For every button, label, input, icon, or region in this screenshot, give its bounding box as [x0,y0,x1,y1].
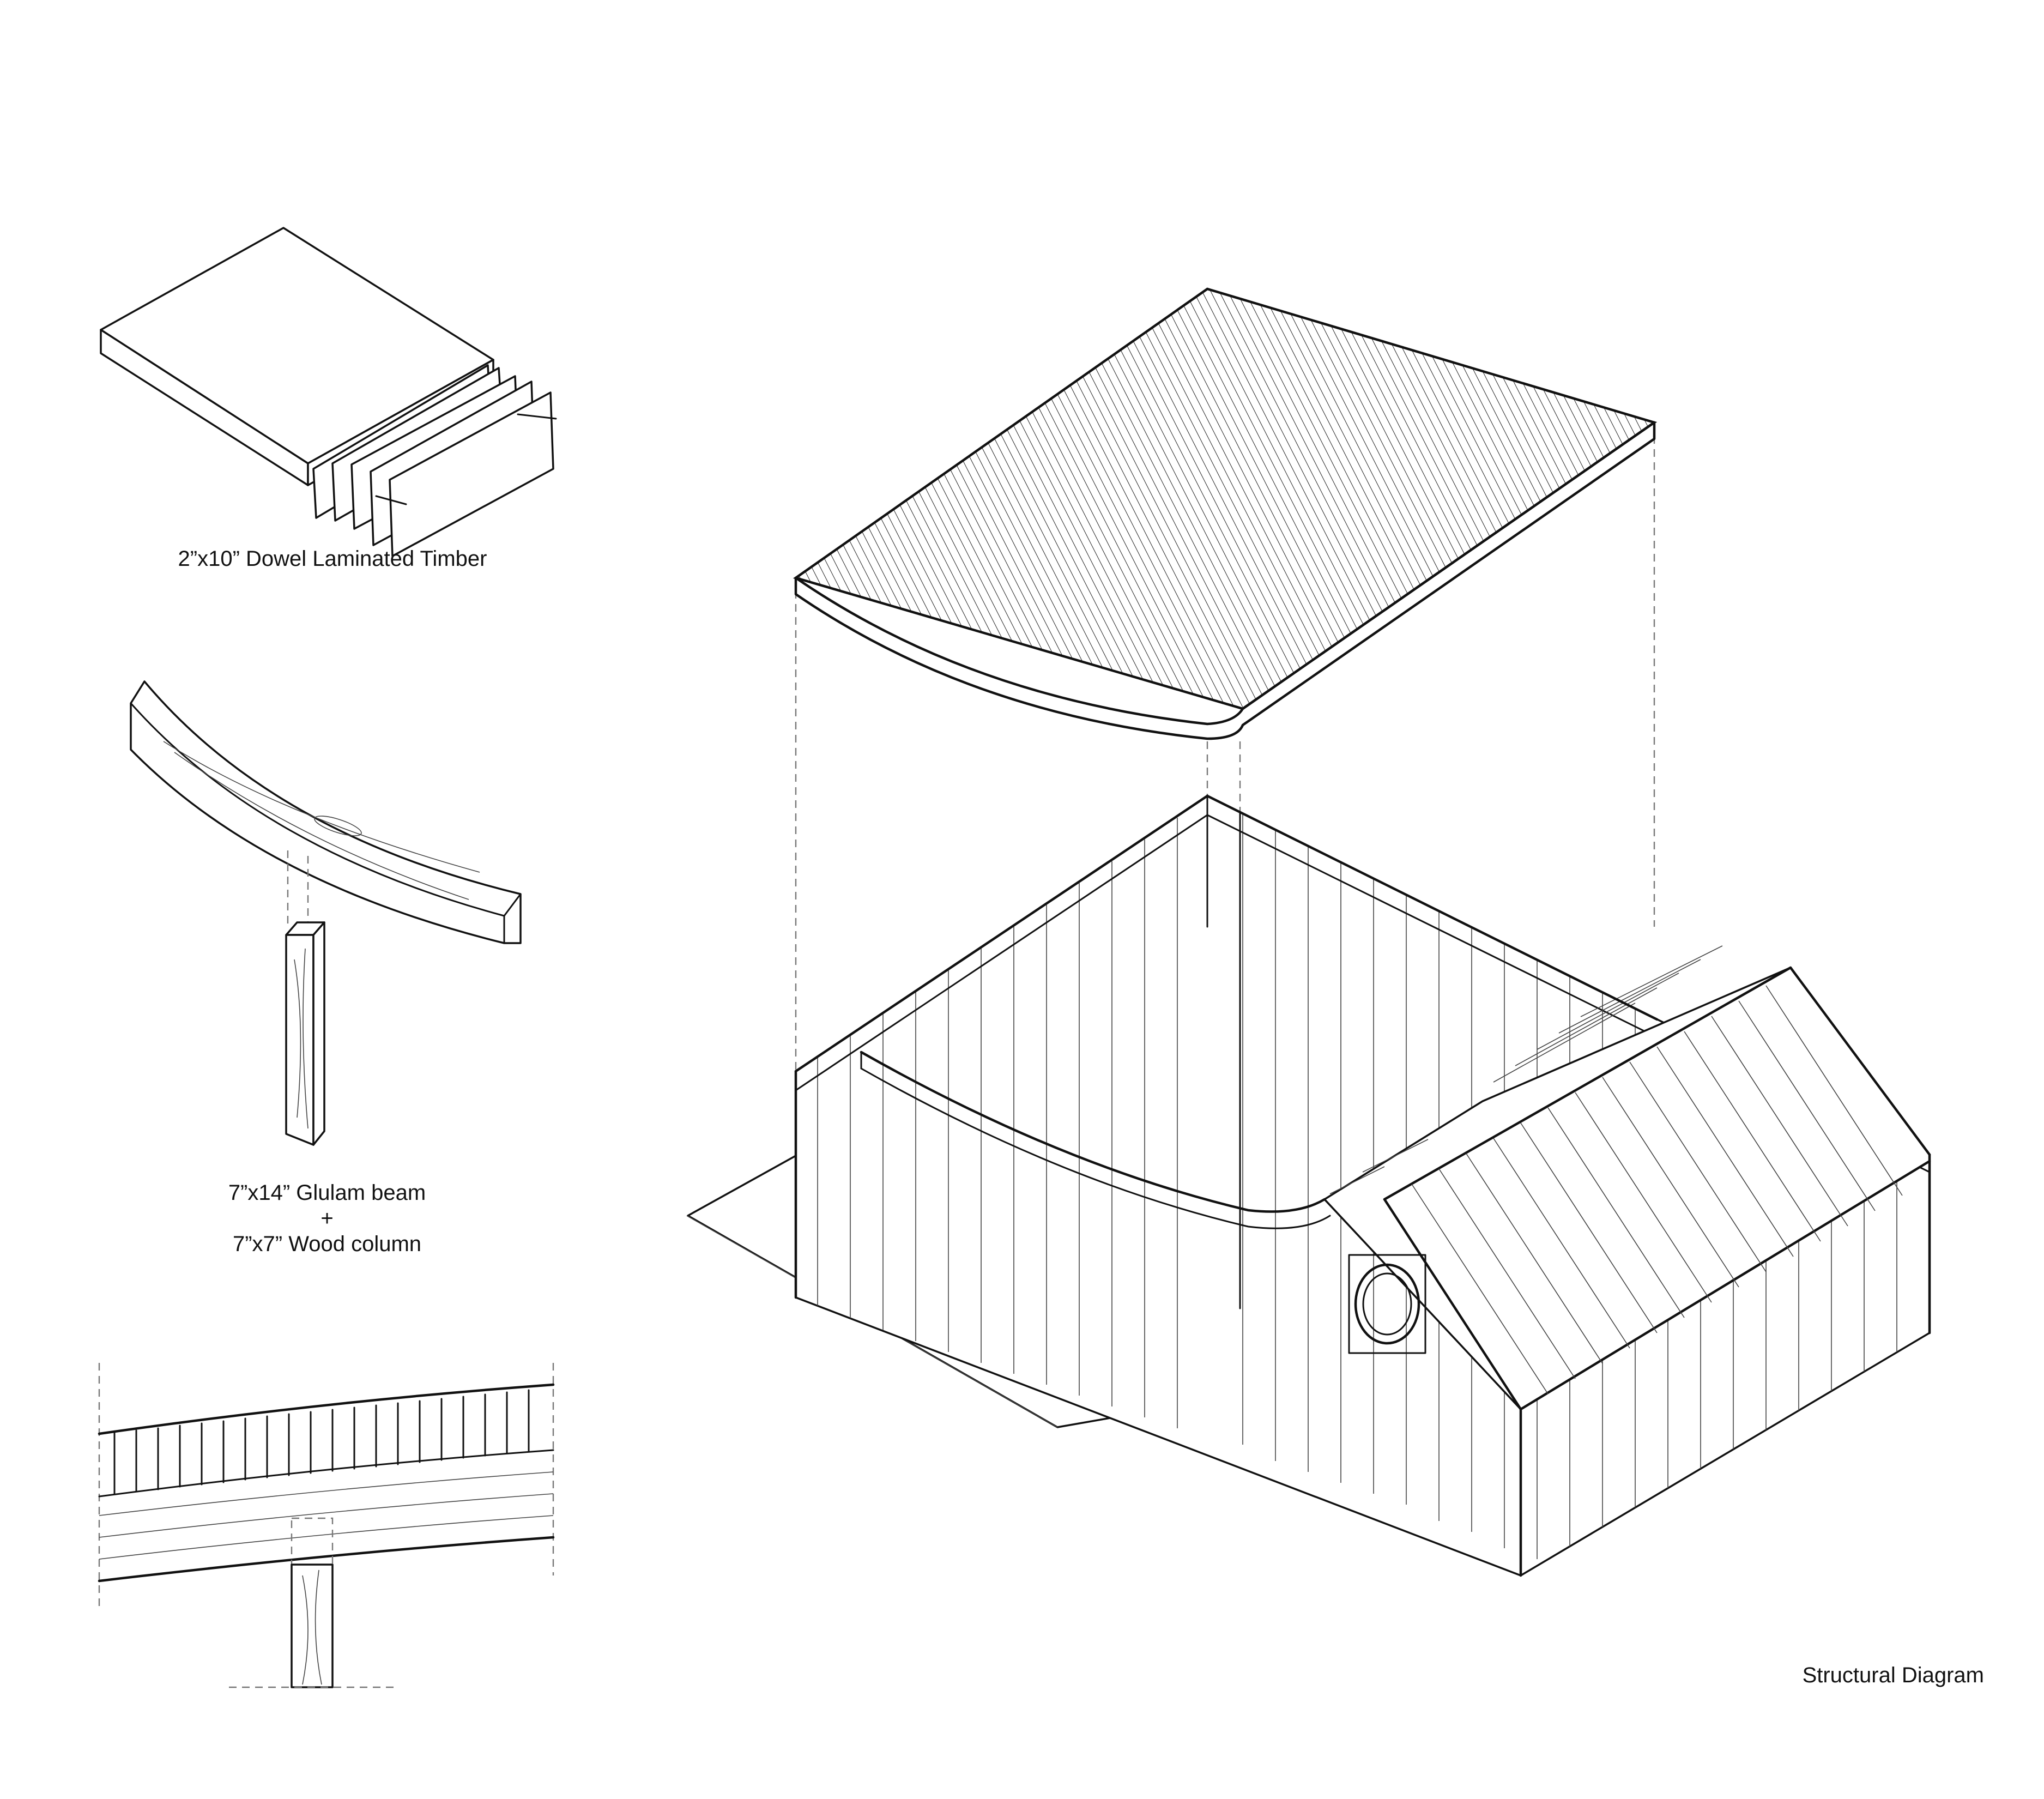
glulam-label-line2: + [320,1206,334,1231]
gable-roof-rafters [1323,945,1931,1411]
dlt-slats-section [113,1389,530,1495]
dlt-label: 2”x10” Dowel Laminated Timber [178,547,487,571]
beam-connection-detail [98,1363,555,1688]
round-window [1348,1254,1426,1354]
separated-lamellas [312,364,554,557]
roof-slab [793,287,1658,740]
glulam-label-line1: 7”x14” Glulam beam [228,1181,426,1205]
glulam-label: 7”x14” Glulam beam + 7”x7” Wood column [164,1180,491,1258]
main-axonometric-building [686,287,1931,1577]
diagram-title: Structural Diagram [1802,1663,1984,1687]
dowel-laminated-timber-panel [100,227,557,557]
dowel-rod [375,495,407,505]
curved-glulam-beam [860,1051,1331,1229]
dowel-rod [517,413,557,420]
glulam-beam-and-column [130,680,522,1146]
glulam-label-line3: 7”x7” Wood column [232,1232,422,1257]
